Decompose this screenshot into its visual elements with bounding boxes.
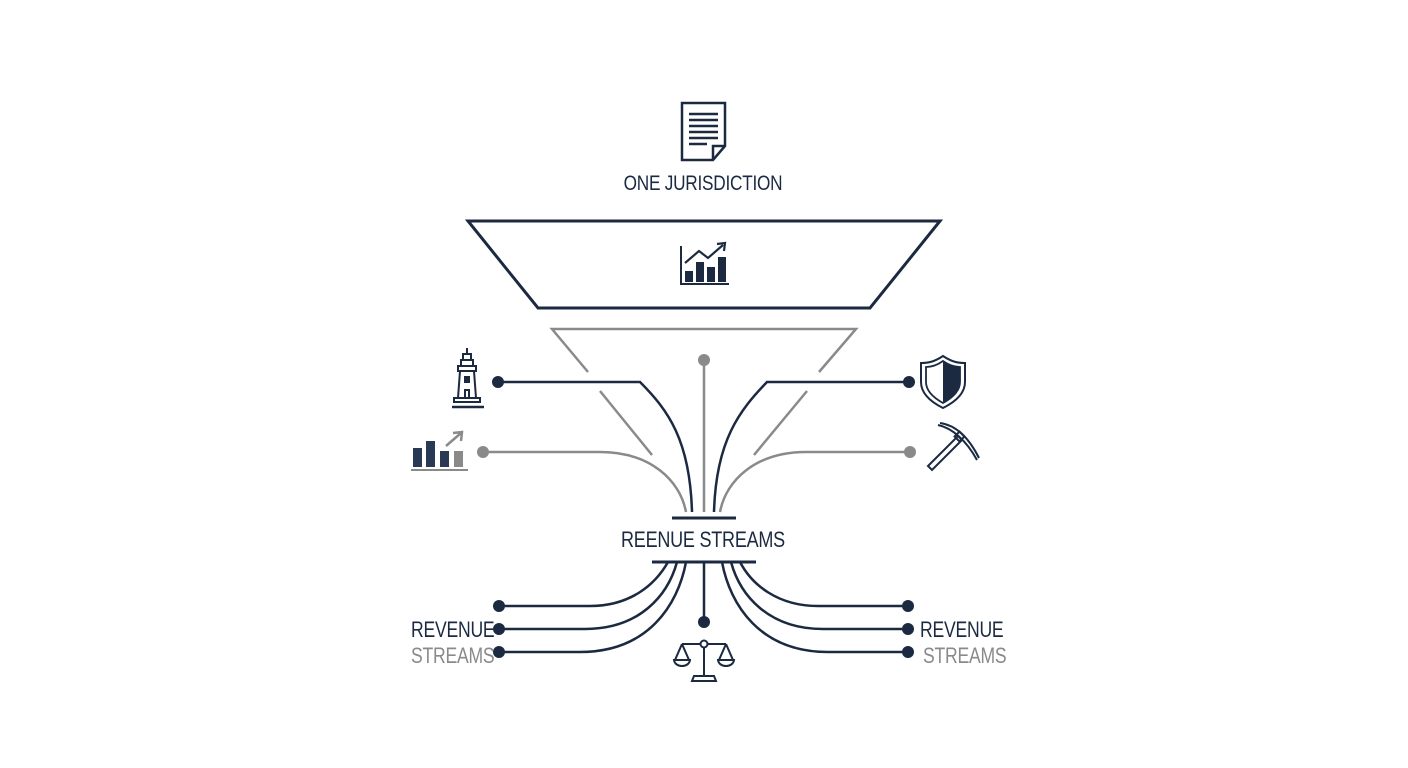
lower-right-dots: [902, 600, 914, 658]
lower-right-connectors: [720, 561, 908, 654]
connector-shield: [712, 376, 915, 513]
connector-lighthouse: [492, 376, 694, 513]
growth-chart-icon: [680, 241, 729, 285]
document-icon: [680, 101, 727, 162]
connector-bar-chart: [477, 446, 688, 513]
lower-left-connectors: [499, 561, 688, 654]
bar-chart-arrow-icon: [411, 430, 468, 471]
right-group-label-line2: STREAMS: [923, 643, 1007, 668]
scales-of-justice-icon: [672, 639, 736, 682]
center-gray-stem: [698, 354, 710, 512]
center-lower-stem: [698, 562, 710, 628]
middle-label: REENUE STREAMS: [621, 527, 785, 552]
lighthouse-icon: [452, 348, 484, 409]
top-label: ONE JURISDICTION: [623, 172, 783, 195]
shield-icon: [920, 354, 966, 410]
connector-pickaxe: [718, 446, 916, 513]
left-group-label-line2: STREAMS: [411, 643, 495, 668]
left-group-label-line1: REVENUE: [411, 617, 495, 642]
right-group-label-line1: REVENUE: [920, 617, 1004, 642]
inner-funnel-outline: [549, 327, 859, 456]
pickaxe-icon: [926, 422, 980, 472]
lower-left-dots: [493, 600, 505, 658]
